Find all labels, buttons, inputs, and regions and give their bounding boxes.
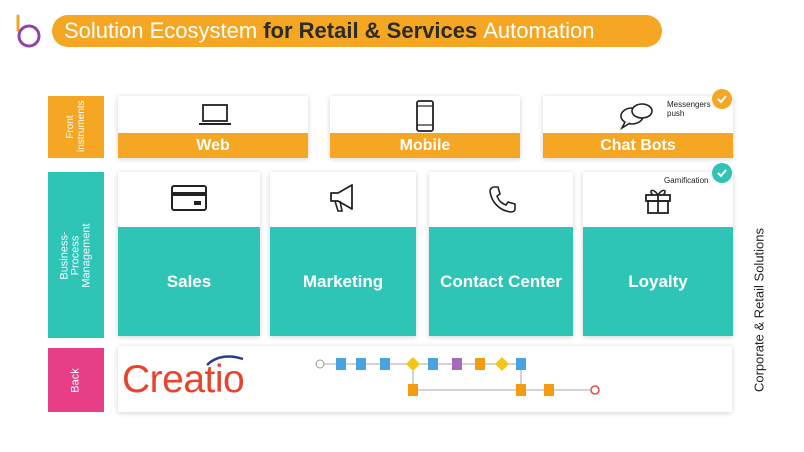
row-label-business: Business-Process Management: [48, 172, 104, 338]
bp-card-marketing[interactable]: Marketing: [270, 172, 416, 336]
front-card-label: Chat Bots: [543, 133, 733, 158]
creatio-logo-swoosh: [206, 355, 244, 366]
bp-card-contact-center[interactable]: Contact Center: [429, 172, 573, 336]
front-card-label: Mobile: [330, 133, 520, 158]
front-card-mobile[interactable]: Mobile: [330, 96, 520, 158]
smartphone-icon: [416, 100, 434, 132]
front-card-web[interactable]: Web: [118, 96, 308, 158]
company-logo: [16, 14, 41, 48]
side-label: Corporate & Retail Solutions: [751, 227, 767, 393]
bp-card-loyalty[interactable]: Gamification Loyalty: [583, 172, 733, 336]
phone-icon: [489, 186, 516, 213]
gamification-note: Gamification: [664, 176, 709, 185]
row-label-front: Front instruments: [48, 96, 104, 158]
chat-bubbles-icon: [620, 103, 653, 131]
creatio-logo: Creatio: [122, 358, 245, 401]
messengers-note: Messengers push: [667, 100, 711, 118]
chatbots-check-icon: [712, 89, 732, 109]
row-label-back: Back: [48, 348, 104, 412]
credit-card-icon: [171, 185, 207, 211]
front-card-label: Web: [118, 133, 308, 158]
bp-card-label: Sales: [118, 227, 260, 336]
title-part1: Solution Ecosystem: [64, 18, 258, 43]
front-card-chat-bots[interactable]: Messengers push Chat Bots: [543, 96, 733, 158]
gift-icon: [645, 189, 671, 214]
laptop-icon: [199, 104, 231, 125]
page-title: Solution Ecosystem for Retail & Services…: [52, 15, 662, 47]
megaphone-icon: [330, 184, 353, 212]
bp-card-label: Contact Center: [429, 227, 573, 336]
bp-card-sales[interactable]: Sales: [118, 172, 260, 336]
title-bold: for Retail & Services: [263, 18, 478, 43]
title-part2: Automation: [483, 18, 595, 43]
bp-card-label: Marketing: [270, 227, 416, 336]
loyalty-check-icon: [712, 163, 732, 183]
bp-card-label: Loyalty: [583, 227, 733, 336]
process-flow-diagram: [315, 357, 600, 396]
